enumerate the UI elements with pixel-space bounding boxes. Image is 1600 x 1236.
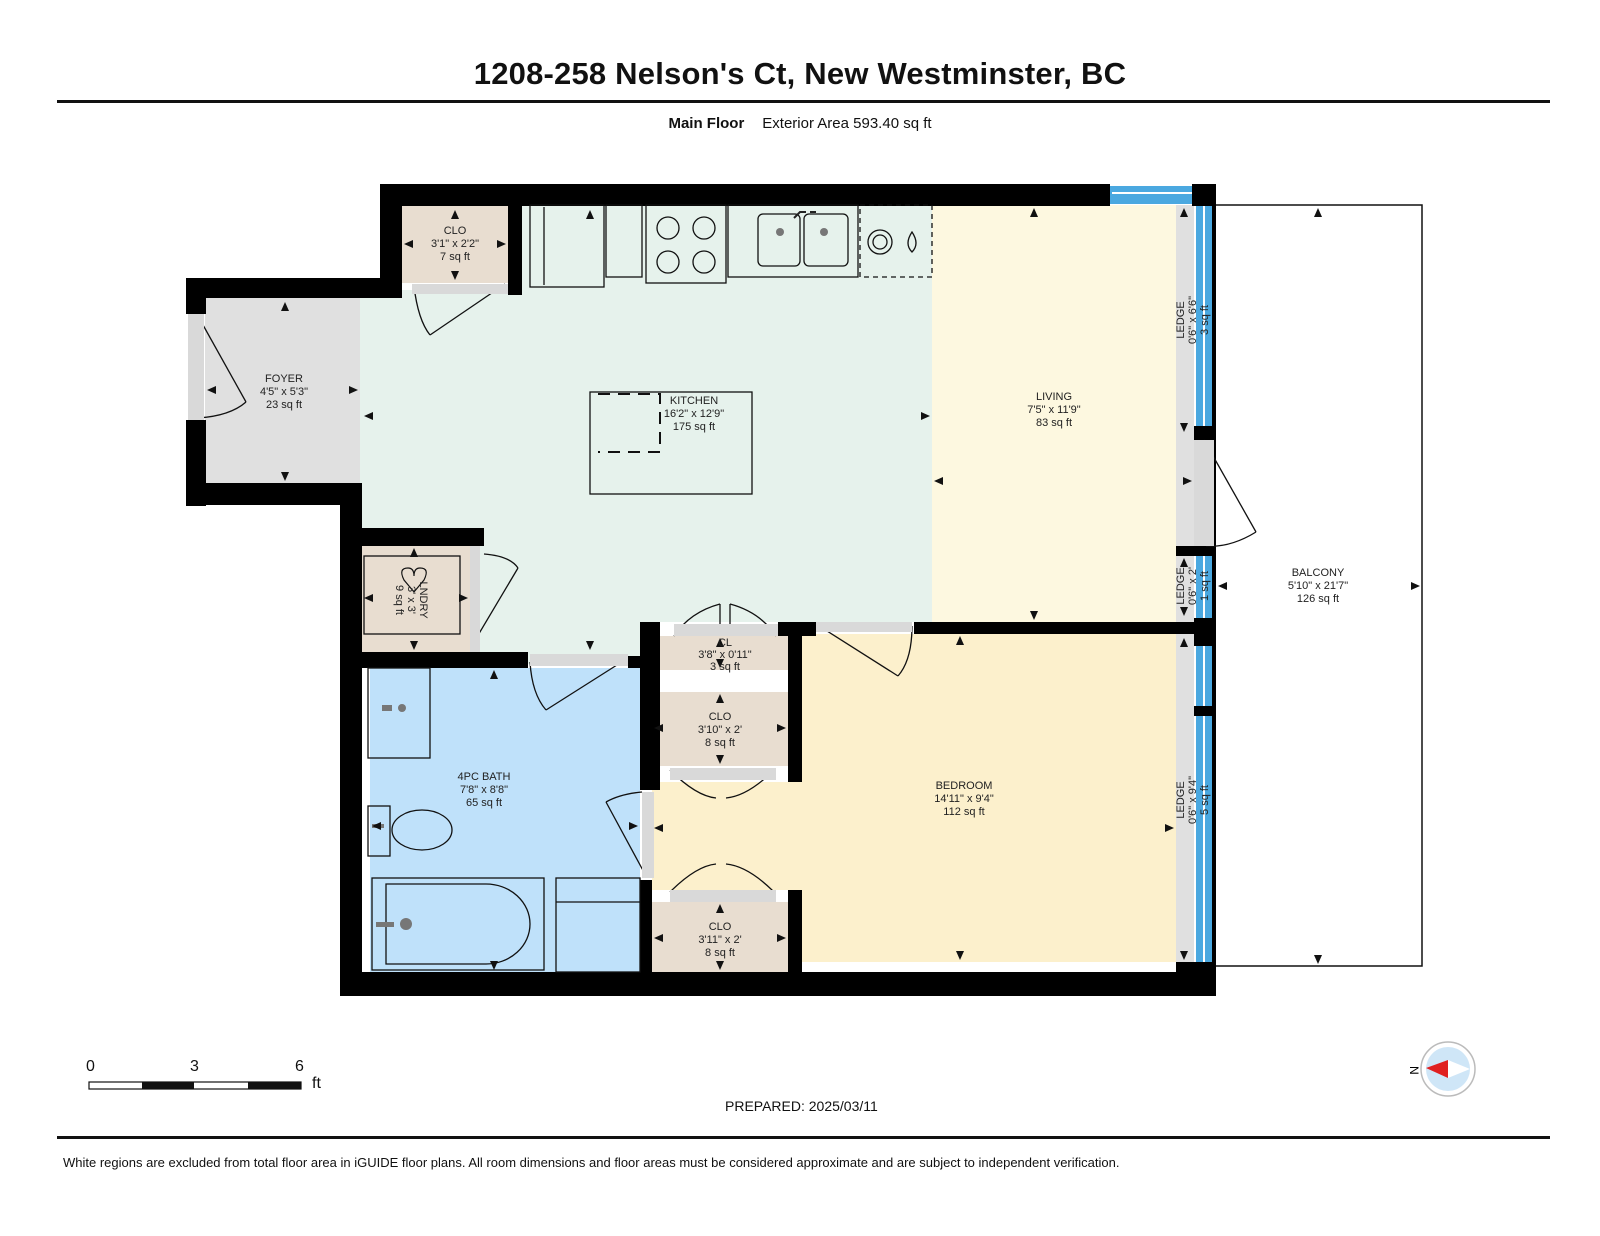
svg-text:BALCONY: BALCONY: [1292, 567, 1345, 579]
svg-text:CLO: CLO: [444, 225, 467, 237]
ledge-strip: [1176, 205, 1194, 962]
scale-label-3: 3: [190, 1058, 199, 1075]
svg-text:5'10" x 21'7": 5'10" x 21'7": [1288, 580, 1348, 592]
svg-text:LIVING: LIVING: [1036, 391, 1072, 403]
svg-text:7'8" x 8'8": 7'8" x 8'8": [460, 784, 508, 796]
svg-text:3 sq ft: 3 sq ft: [1199, 305, 1211, 335]
bath-area: [370, 668, 640, 972]
svg-text:8 sq ft: 8 sq ft: [705, 947, 735, 959]
svg-text:0'6" x 2': 0'6" x 2': [1187, 567, 1199, 605]
svg-text:LEDGE: LEDGE: [1175, 301, 1187, 338]
scale-label-6: 6: [295, 1058, 304, 1075]
svg-text:3'1" x 2'2": 3'1" x 2'2": [431, 238, 479, 250]
svg-text:LNDRY: LNDRY: [417, 581, 429, 619]
fixtures: [367, 204, 933, 973]
scale-bar: [88, 1081, 302, 1090]
svg-text:LEDGE: LEDGE: [1175, 567, 1187, 604]
laundry-heart-icon: [401, 567, 427, 593]
svg-text:3'10" x 2': 3'10" x 2': [698, 724, 742, 736]
footer-divider: [57, 1136, 1550, 1139]
clo-bot-area: [652, 902, 790, 972]
svg-text:4PC BATH: 4PC BATH: [458, 771, 511, 783]
svg-text:112 sq ft: 112 sq ft: [943, 806, 984, 818]
svg-text:14'11" x 9'4": 14'11" x 9'4": [934, 793, 994, 805]
svg-text:FOYER: FOYER: [265, 373, 303, 385]
svg-text:83 sq ft: 83 sq ft: [1036, 417, 1072, 429]
kitchen-area: [360, 205, 932, 664]
bedroom-area: [652, 634, 1176, 962]
balcony-outline: [1216, 204, 1423, 967]
svg-text:CL: CL: [718, 637, 732, 649]
cl-area: [660, 636, 790, 670]
compass-icon: [1420, 1041, 1476, 1097]
clo-mid-area: [652, 692, 790, 766]
svg-text:KITCHEN: KITCHEN: [670, 395, 718, 407]
svg-text:65 sq ft: 65 sq ft: [466, 797, 502, 809]
svg-text:5 sq ft: 5 sq ft: [1199, 785, 1211, 815]
svg-text:3'8" x 0'11": 3'8" x 0'11": [698, 649, 751, 661]
svg-text:CLO: CLO: [709, 921, 732, 933]
svg-text:175 sq ft: 175 sq ft: [673, 421, 715, 433]
dimension-arrows: [207, 208, 1420, 970]
water-drop-icon: [907, 230, 917, 253]
foyer-area: [205, 296, 360, 483]
svg-text:4'5" x 5'3": 4'5" x 5'3": [260, 386, 308, 398]
thresholds: [188, 284, 1214, 902]
svg-text:3'11" x 2': 3'11" x 2': [698, 934, 741, 946]
svg-text:BEDROOM: BEDROOM: [936, 780, 993, 792]
svg-text:7'5" x 11'9": 7'5" x 11'9": [1027, 404, 1080, 416]
disclaimer: White regions are excluded from total fl…: [63, 1155, 1120, 1170]
svg-text:0'6" x 9'4": 0'6" x 9'4": [1187, 776, 1199, 824]
faucet-icon: [793, 211, 816, 219]
svg-text:LEDGE: LEDGE: [1175, 781, 1187, 818]
svg-text:3' x 3': 3' x 3': [405, 586, 417, 614]
compass-north-label: N: [1407, 1066, 1421, 1075]
svg-text:7 sq ft: 7 sq ft: [440, 251, 470, 263]
walls: [186, 184, 1216, 996]
floor-name: Main Floor: [668, 115, 745, 132]
svg-text:3 sq ft: 3 sq ft: [710, 661, 740, 673]
scale-unit: ft: [312, 1075, 321, 1092]
svg-text:8 sq ft: 8 sq ft: [705, 737, 735, 749]
floor-info: Main Floor Exterior Area 593.40 sq ft: [0, 115, 1600, 132]
room-labels: CLO 3'1" x 2'2" 7 sq ft FOYER 4'5" x 5'3…: [260, 225, 1348, 959]
living-area: [932, 205, 1194, 622]
svg-text:23 sq ft: 23 sq ft: [266, 399, 302, 411]
exterior-area: Exterior Area 593.40 sq ft: [762, 115, 932, 132]
svg-text:0'6" x 6'6": 0'6" x 6'6": [1187, 296, 1199, 344]
svg-text:16'2" x 12'9": 16'2" x 12'9": [664, 408, 724, 420]
svg-text:1 sq ft: 1 sq ft: [1199, 571, 1211, 601]
prepared-date: PREPARED: 2025/03/11: [725, 1098, 878, 1114]
scale-label-0: 0: [86, 1058, 95, 1075]
svg-text:9 sq ft: 9 sq ft: [393, 585, 405, 615]
svg-text:CLO: CLO: [709, 711, 732, 723]
svg-text:126 sq ft: 126 sq ft: [1297, 593, 1339, 605]
page-title: 1208-258 Nelson's Ct, New Westminster, B…: [473, 56, 1127, 91]
header-divider: [57, 100, 1550, 103]
room-fills: [205, 205, 1194, 972]
